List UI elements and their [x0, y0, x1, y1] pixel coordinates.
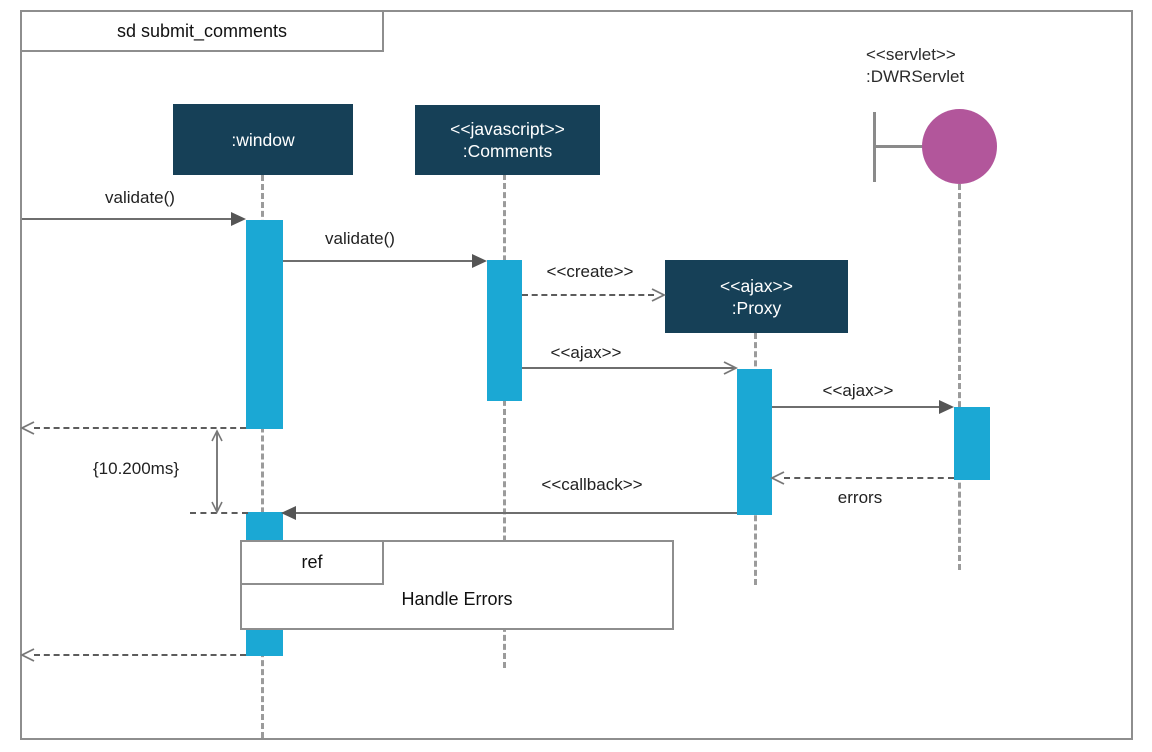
open-arrowhead-icon: [20, 421, 35, 435]
frame-title: sd submit_comments: [20, 10, 384, 52]
filled-arrowhead-icon: [231, 212, 246, 226]
activation-comments: [487, 260, 522, 401]
head-dwrservlet-name: :DWRServlet: [866, 67, 965, 86]
message-validate-1-line: [22, 218, 232, 220]
message-ajax-2-line: [772, 406, 940, 408]
message-validate-1-label: validate(): [105, 188, 175, 207]
open-arrowhead-icon: [770, 471, 785, 485]
message-callback-line: [296, 512, 737, 514]
timing-dimension-line: [216, 432, 218, 511]
lifeline-dwrservlet: [958, 184, 961, 570]
filled-arrowhead-icon: [281, 506, 296, 520]
message-validate-2-line: [283, 260, 474, 262]
activation-proxy: [737, 369, 772, 515]
activation-dwrservlet: [954, 407, 990, 480]
frame-title-label: sd submit_comments: [116, 20, 288, 41]
message-errors-label: errors: [837, 488, 883, 507]
message-reply-1-line: [34, 427, 246, 429]
filled-arrowhead-icon: [939, 400, 954, 414]
servlet-icon-connector: [876, 145, 924, 148]
head-window: :window: [173, 104, 353, 175]
open-arrowhead-icon: [211, 501, 223, 514]
open-arrowhead-icon: [211, 429, 223, 442]
message-validate-2-label: validate(): [325, 229, 395, 248]
message-callback-label: <<callback>>: [541, 475, 643, 494]
open-arrowhead-icon: [651, 288, 666, 302]
head-comments: <<javascript>> :Comments: [415, 105, 600, 175]
message-create-line: [522, 294, 654, 296]
open-arrowhead-icon: [723, 361, 738, 375]
head-dwrservlet-stereotype: <<servlet>>: [866, 45, 956, 64]
ref-operator-label: ref: [301, 552, 323, 572]
timing-extension-line: [190, 512, 248, 514]
message-ajax-1-line: [522, 367, 734, 369]
message-create-label: <<create>>: [546, 262, 634, 281]
head-proxy-stereotype: <<ajax>>: [720, 275, 793, 296]
open-arrowhead-icon: [20, 648, 35, 662]
servlet-icon: [873, 112, 876, 182]
message-errors-line: [784, 477, 954, 479]
diagram-frame: [20, 10, 1133, 740]
activation-window-1: [246, 220, 283, 429]
message-ajax-2-label: <<ajax>>: [822, 381, 894, 400]
servlet-circle-icon: [922, 109, 997, 184]
head-proxy: <<ajax>> :Proxy: [665, 260, 848, 333]
ref-fragment-name: Handle Errors: [401, 589, 513, 609]
head-window-name: :window: [231, 129, 295, 150]
filled-arrowhead-icon: [472, 254, 487, 268]
message-ajax-1-label: <<ajax>>: [550, 343, 622, 362]
lifeline-comments: [503, 174, 506, 668]
message-reply-2-line: [34, 654, 246, 656]
head-comments-stereotype: <<javascript>>: [450, 119, 565, 139]
ref-operator-tag: ref: [240, 540, 384, 585]
head-proxy-name: :Proxy: [731, 297, 782, 318]
head-dwrservlet-label: <<servlet>> :DWRServlet: [866, 44, 1046, 88]
lifeline-window: [261, 175, 264, 738]
timing-constraint-label: {10.200ms}: [92, 459, 179, 478]
head-comments-name: :Comments: [462, 141, 553, 161]
